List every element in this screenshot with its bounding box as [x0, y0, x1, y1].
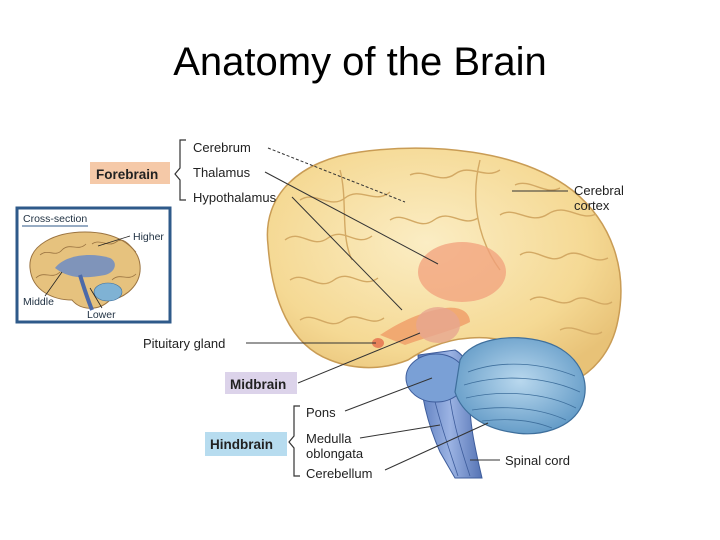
thalamus-label: Thalamus: [193, 165, 251, 180]
forebrain-box: [90, 162, 170, 184]
hindbrain-bracket: [288, 405, 300, 477]
inset-lower-label: Lower: [87, 309, 116, 321]
cerebrum-shape: [266, 147, 622, 386]
forebrain-label: Forebrain: [96, 167, 158, 182]
thalamus-leader: [264, 171, 439, 265]
thalamus-shape: [418, 242, 506, 302]
pituitary-shape: [372, 338, 384, 348]
hindbrain-box: [205, 432, 287, 456]
pituitary-label: Pituitary gland: [143, 336, 225, 351]
cerebellum-shape: [454, 337, 586, 435]
cerebral-cortex-label-1: Cerebral: [574, 183, 624, 198]
cross-section-inset: Cross-section Higher Middle Lower: [15, 206, 172, 324]
pons-label: Pons: [306, 405, 336, 420]
inset-higher-label: Higher: [133, 231, 164, 243]
midbrain-leader: [297, 332, 421, 384]
midbrain-label: Midbrain: [230, 377, 286, 392]
medulla-leader: [359, 424, 441, 439]
inset-middle-label: Middle: [23, 296, 54, 308]
inset-title: Cross-section: [23, 213, 87, 225]
cerebellum-leader: [384, 422, 489, 471]
forebrain-bracket: [174, 139, 186, 201]
medulla-label-1: Medulla: [306, 431, 352, 446]
midbrain-box: [225, 372, 297, 394]
cerebral-cortex-label-2: cortex: [574, 198, 610, 213]
medulla-label-2: oblongata: [306, 446, 364, 461]
hypothalamus-label: Hypothalamus: [193, 190, 277, 205]
pons-leader: [344, 377, 433, 412]
slide-title: Anatomy of the Brain: [173, 40, 547, 84]
hindbrain-label: Hindbrain: [210, 437, 273, 452]
cerebrum-leader: [267, 147, 406, 203]
spinal-cord-label: Spinal cord: [505, 453, 570, 468]
cerebrum-label: Cerebrum: [193, 140, 251, 155]
hypothalamus-leader: [291, 196, 403, 311]
cerebellum-label: Cerebellum: [306, 466, 372, 481]
